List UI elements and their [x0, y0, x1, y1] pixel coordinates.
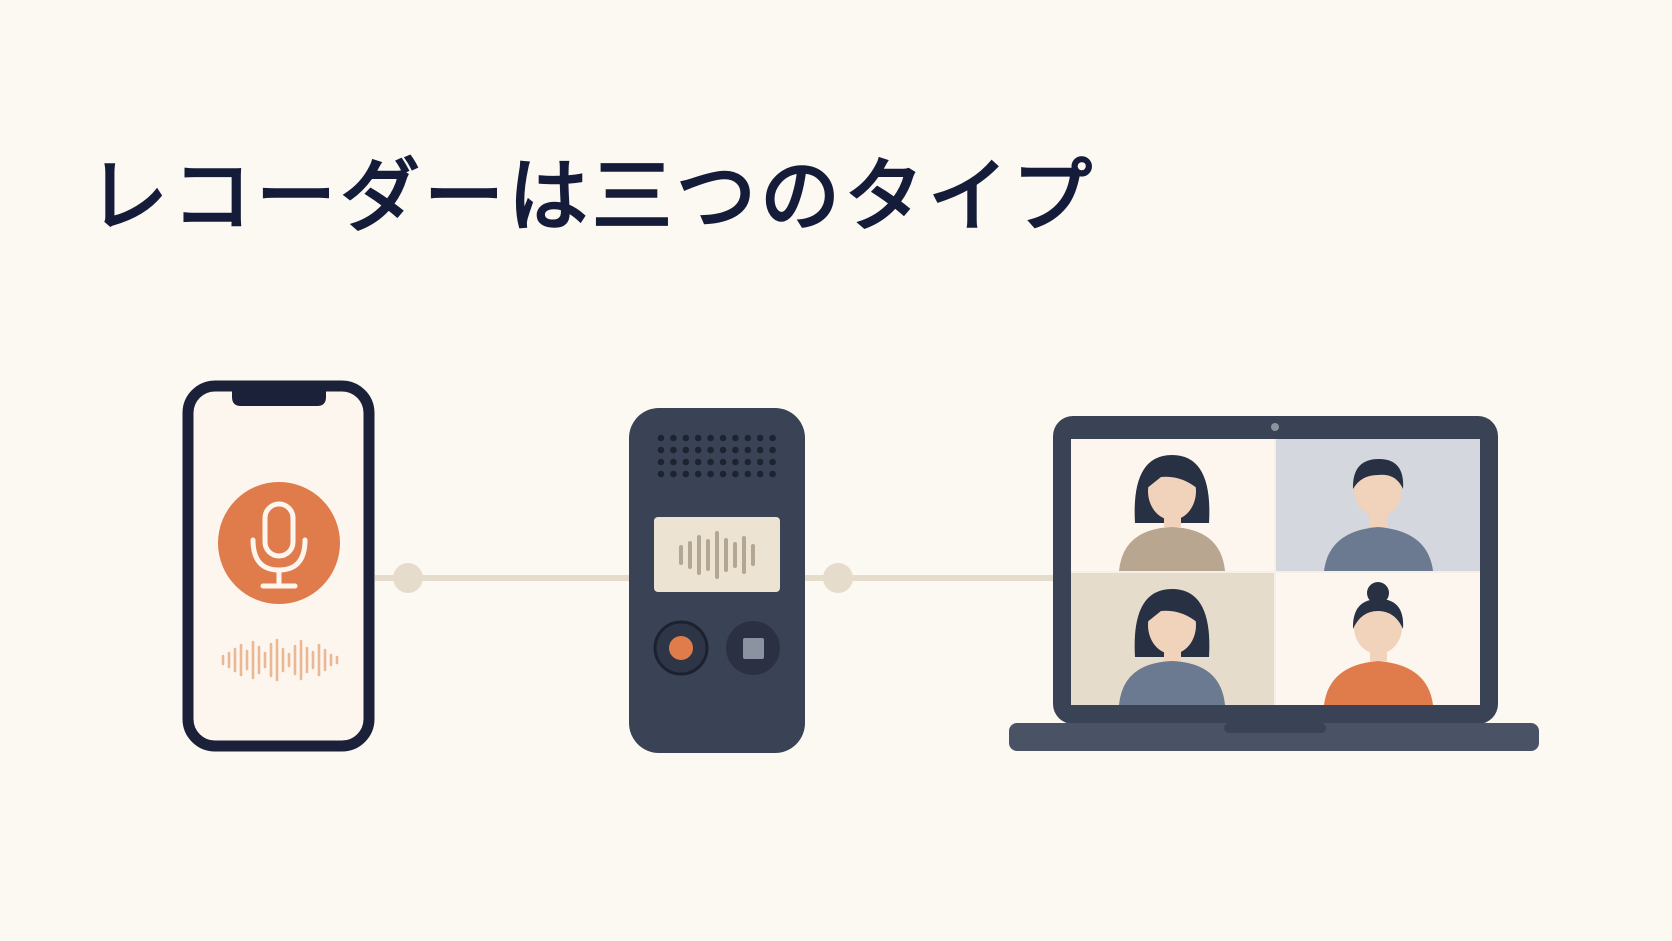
speaker-hole — [670, 434, 677, 442]
speaker-hole — [657, 458, 665, 466]
speaker-hole — [707, 446, 714, 454]
connector-node-left — [393, 563, 423, 593]
speaker-hole — [707, 470, 714, 478]
speaker-hole — [769, 458, 776, 466]
speaker-hole — [732, 470, 739, 478]
audio-waveform-icon — [221, 638, 339, 682]
speaker-hole — [694, 446, 702, 454]
microphone-icon — [250, 501, 308, 589]
speaker-hole — [756, 446, 764, 454]
speaker-hole — [707, 434, 714, 442]
smartphone-icon — [182, 380, 375, 752]
laptop-trackpad-notch — [1224, 723, 1326, 733]
record-button-icon — [653, 620, 709, 676]
display-waveform-icon — [679, 531, 755, 579]
speaker-grille-icon — [657, 434, 776, 478]
speaker-hole — [694, 434, 702, 442]
speaker-hole — [756, 434, 764, 442]
speaker-hole — [719, 470, 727, 478]
speaker-hole — [670, 446, 677, 454]
speaker-hole — [682, 470, 690, 478]
connector-node-right — [823, 563, 853, 593]
speaker-hole — [694, 458, 702, 466]
speaker-hole — [682, 458, 690, 466]
laptop-video-call-icon — [1009, 416, 1539, 751]
speaker-hole — [694, 470, 702, 478]
speaker-hole — [769, 470, 776, 478]
speaker-hole — [657, 470, 665, 478]
participant-avatar-3-icon — [1119, 589, 1225, 705]
participant-avatar-4-icon — [1324, 582, 1433, 705]
speaker-hole — [707, 458, 714, 466]
voice-recorder-icon — [629, 408, 805, 753]
microphone-button — [218, 482, 340, 604]
speaker-hole — [732, 446, 739, 454]
laptop-camera-icon — [1271, 423, 1279, 431]
speaker-hole — [744, 470, 752, 478]
video-call-grid — [1071, 439, 1480, 705]
speaker-hole — [769, 446, 776, 454]
speaker-hole — [744, 446, 752, 454]
speaker-hole — [682, 446, 690, 454]
smartphone-notch — [232, 383, 326, 406]
participant-avatar-1-icon — [1119, 455, 1225, 571]
speaker-hole — [657, 434, 665, 442]
stop-button-icon — [726, 621, 780, 675]
participant-avatar-2-icon — [1324, 459, 1433, 571]
speaker-hole — [670, 458, 677, 466]
laptop-base — [1009, 723, 1539, 751]
speaker-hole — [719, 458, 727, 466]
speaker-hole — [732, 434, 739, 442]
connector-lines — [375, 563, 1060, 593]
speaker-hole — [744, 434, 752, 442]
speaker-hole — [670, 470, 677, 478]
speaker-hole — [769, 434, 776, 442]
speaker-hole — [719, 446, 727, 454]
speaker-hole — [732, 458, 739, 466]
speaker-hole — [719, 434, 727, 442]
speaker-hole — [756, 458, 764, 466]
speaker-hole — [682, 434, 690, 442]
speaker-hole — [744, 458, 752, 466]
speaker-hole — [756, 470, 764, 478]
speaker-hole — [657, 446, 665, 454]
page-title: レコーダーは三つのタイプ — [88, 149, 1096, 243]
